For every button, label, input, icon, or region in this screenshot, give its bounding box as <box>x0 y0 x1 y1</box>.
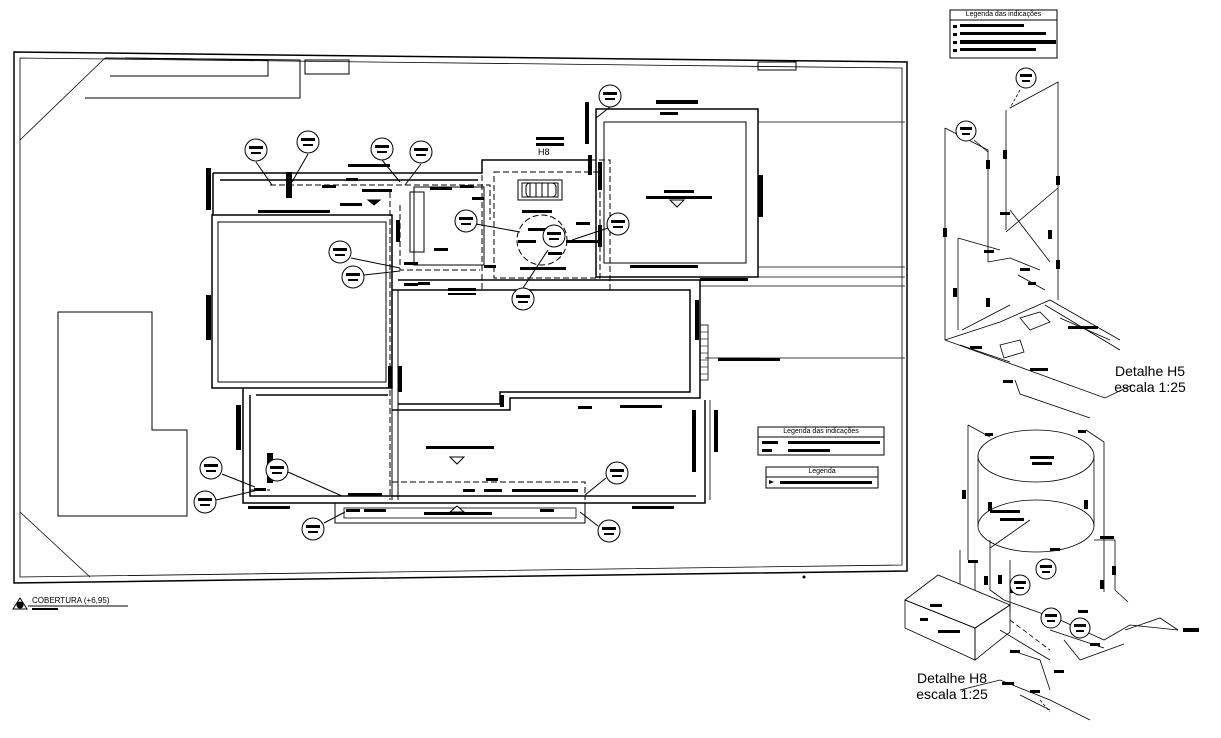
callout-tag <box>454 209 521 233</box>
callout-tag <box>1035 558 1057 580</box>
callout-tag <box>404 140 433 186</box>
level-marker <box>12 597 128 610</box>
callout-tag <box>511 249 549 311</box>
boundary-wall-segments <box>85 57 797 99</box>
legend-mid-box <box>757 426 885 456</box>
callout-tag <box>199 456 256 488</box>
detail-h5-isometric <box>944 81 1133 419</box>
callout-tag <box>291 130 320 183</box>
drain-symbols <box>366 199 686 513</box>
detail-h5-callouts <box>955 67 1037 142</box>
legend-small-title: Legenda <box>808 468 836 475</box>
detail-h8-callouts <box>1009 558 1091 639</box>
callout-tag <box>341 265 401 289</box>
callout-tag <box>370 137 401 183</box>
detail-h5-title: Detalhe H5 <box>1114 363 1186 379</box>
stair-steps <box>700 331 708 375</box>
legend-mid-title: Legenda das indicações <box>783 428 859 435</box>
callout-tag <box>955 120 977 142</box>
callout-tag <box>1040 607 1062 629</box>
callout-tag <box>595 84 622 119</box>
gutter-bars <box>206 100 780 509</box>
plan-tag-h8: H8 <box>538 147 550 157</box>
building-outline <box>211 108 905 524</box>
callout-tag <box>328 240 401 269</box>
callout-tags <box>193 84 630 543</box>
detail-h5-tick-marks <box>943 150 1098 383</box>
detail-h5-scale: escala 1:25 <box>1114 379 1186 395</box>
redacted-annotations <box>254 112 694 515</box>
neighbour-building <box>57 311 188 517</box>
detail-h8-tick-marks <box>920 430 1199 693</box>
callout-tag <box>542 224 566 248</box>
legend-top-title: Legenda das indicações <box>965 11 1042 18</box>
callout-tag <box>1009 574 1031 596</box>
callout-tag <box>579 511 621 543</box>
legend-small-box <box>765 466 879 489</box>
callout-tag <box>265 458 343 497</box>
callout-tag <box>571 212 630 241</box>
callout-tag <box>1015 67 1037 89</box>
site-boundary <box>13 51 908 584</box>
callout-tag <box>584 461 629 496</box>
legend-top-box <box>949 9 1058 59</box>
callout-tag <box>301 511 346 541</box>
detail-h8-scale: escala 1:25 <box>916 686 988 702</box>
level-label: COBERTURA (+6,95) <box>32 596 110 605</box>
callout-tag <box>244 138 273 186</box>
callout-tag <box>1069 617 1091 639</box>
detail-h8-title: Detalhe H8 <box>916 670 988 686</box>
callout-tag <box>193 489 259 514</box>
